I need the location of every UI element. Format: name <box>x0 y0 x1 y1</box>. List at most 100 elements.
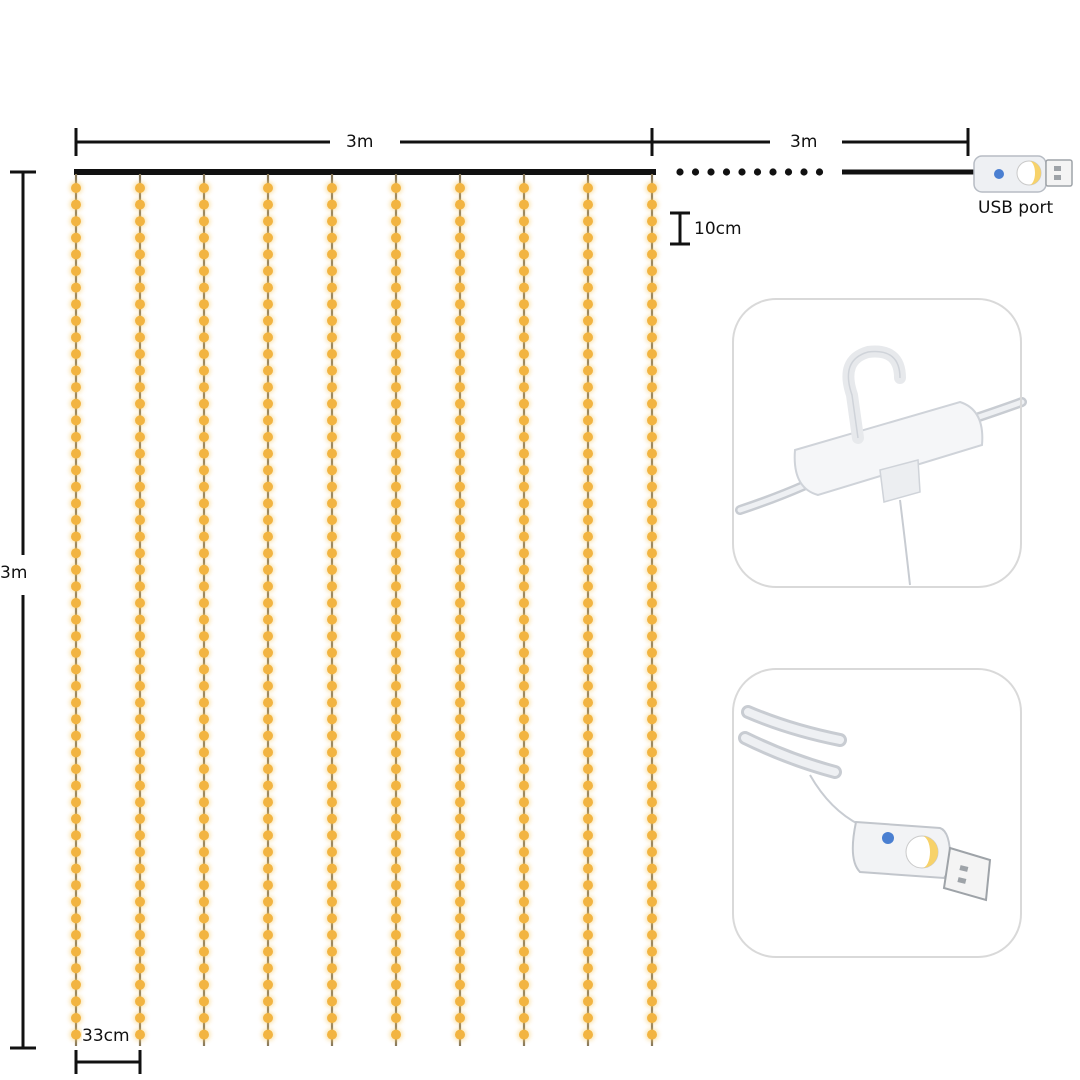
bulb <box>391 315 401 326</box>
bulb <box>647 813 657 824</box>
light-strand <box>197 174 211 1046</box>
bulb <box>263 730 273 741</box>
bulb <box>199 332 209 343</box>
bulb <box>647 299 657 310</box>
bulb <box>135 432 145 442</box>
lead-dot <box>753 168 762 176</box>
bulb <box>519 764 529 774</box>
bulb <box>327 1013 337 1023</box>
bulb <box>327 996 337 1007</box>
bulb <box>647 531 657 542</box>
bulb <box>391 332 401 343</box>
bulb <box>519 1029 529 1040</box>
bulb <box>647 664 657 675</box>
bulb <box>647 863 657 874</box>
bulb <box>455 797 465 808</box>
bulb <box>71 349 81 359</box>
bulb <box>583 382 593 393</box>
bulb <box>455 581 465 592</box>
bulb <box>455 930 465 940</box>
bulb <box>199 631 209 642</box>
bulb <box>583 232 593 243</box>
bulb <box>199 515 209 525</box>
lead-dot <box>722 168 731 176</box>
bulb <box>583 548 593 559</box>
bulb <box>583 266 593 276</box>
bulb <box>583 797 593 808</box>
bulb <box>263 249 273 260</box>
bulb <box>647 946 657 957</box>
bulb <box>199 564 209 575</box>
bulb <box>263 199 273 210</box>
bulb <box>455 448 465 459</box>
bulb <box>455 647 465 658</box>
bulb <box>519 564 529 575</box>
bulb <box>391 697 401 708</box>
bulb <box>647 631 657 642</box>
bulb <box>327 681 337 691</box>
bulb <box>71 979 81 990</box>
bulb <box>583 747 593 758</box>
bulb <box>135 249 145 260</box>
bulb <box>391 564 401 575</box>
bulb <box>199 714 209 725</box>
bulb <box>199 880 209 891</box>
bulb <box>327 598 337 608</box>
bulb <box>263 315 273 326</box>
light-strand <box>645 174 659 1046</box>
bulb <box>263 365 273 376</box>
bulb <box>455 282 465 293</box>
bulb <box>647 847 657 857</box>
bulb <box>135 498 145 509</box>
bulb <box>583 664 593 675</box>
bulb <box>455 564 465 575</box>
bulb <box>199 747 209 758</box>
bulb <box>647 896 657 907</box>
bulb <box>519 332 529 343</box>
bulb <box>263 747 273 758</box>
bulb <box>71 647 81 658</box>
bulb <box>455 847 465 857</box>
bulb <box>647 564 657 575</box>
bulb <box>583 332 593 343</box>
bulb <box>71 996 81 1007</box>
bulb <box>519 581 529 592</box>
bulb <box>391 515 401 525</box>
bulb <box>327 515 337 525</box>
bulb <box>263 963 273 974</box>
bulb <box>391 664 401 675</box>
bulb <box>199 498 209 509</box>
bulb <box>519 365 529 376</box>
usb-plug-icon <box>973 155 1073 193</box>
bulb <box>391 498 401 509</box>
top-width-label: 3m <box>346 132 374 152</box>
bulb <box>519 681 529 691</box>
bulb <box>199 282 209 293</box>
bulb <box>263 847 273 857</box>
bulb <box>391 1013 401 1023</box>
bulb <box>391 282 401 293</box>
bulb <box>519 232 529 243</box>
bulb <box>199 249 209 260</box>
bulb <box>519 913 529 924</box>
bulb <box>647 1029 657 1040</box>
bulb <box>327 199 337 210</box>
bulb <box>327 299 337 310</box>
bulb <box>71 847 81 857</box>
bulb <box>135 614 145 625</box>
bulb <box>519 1013 529 1023</box>
bulb <box>583 465 593 476</box>
bulb <box>327 963 337 974</box>
bulb <box>391 216 401 227</box>
bulb <box>391 946 401 957</box>
bulb <box>135 631 145 642</box>
bulb <box>391 581 401 592</box>
bulb <box>583 647 593 658</box>
bulb <box>327 979 337 990</box>
bulb <box>583 315 593 326</box>
bulb <box>327 232 337 243</box>
bulb <box>583 614 593 625</box>
bulb <box>583 1013 593 1023</box>
bulb <box>583 896 593 907</box>
bulb <box>199 664 209 675</box>
